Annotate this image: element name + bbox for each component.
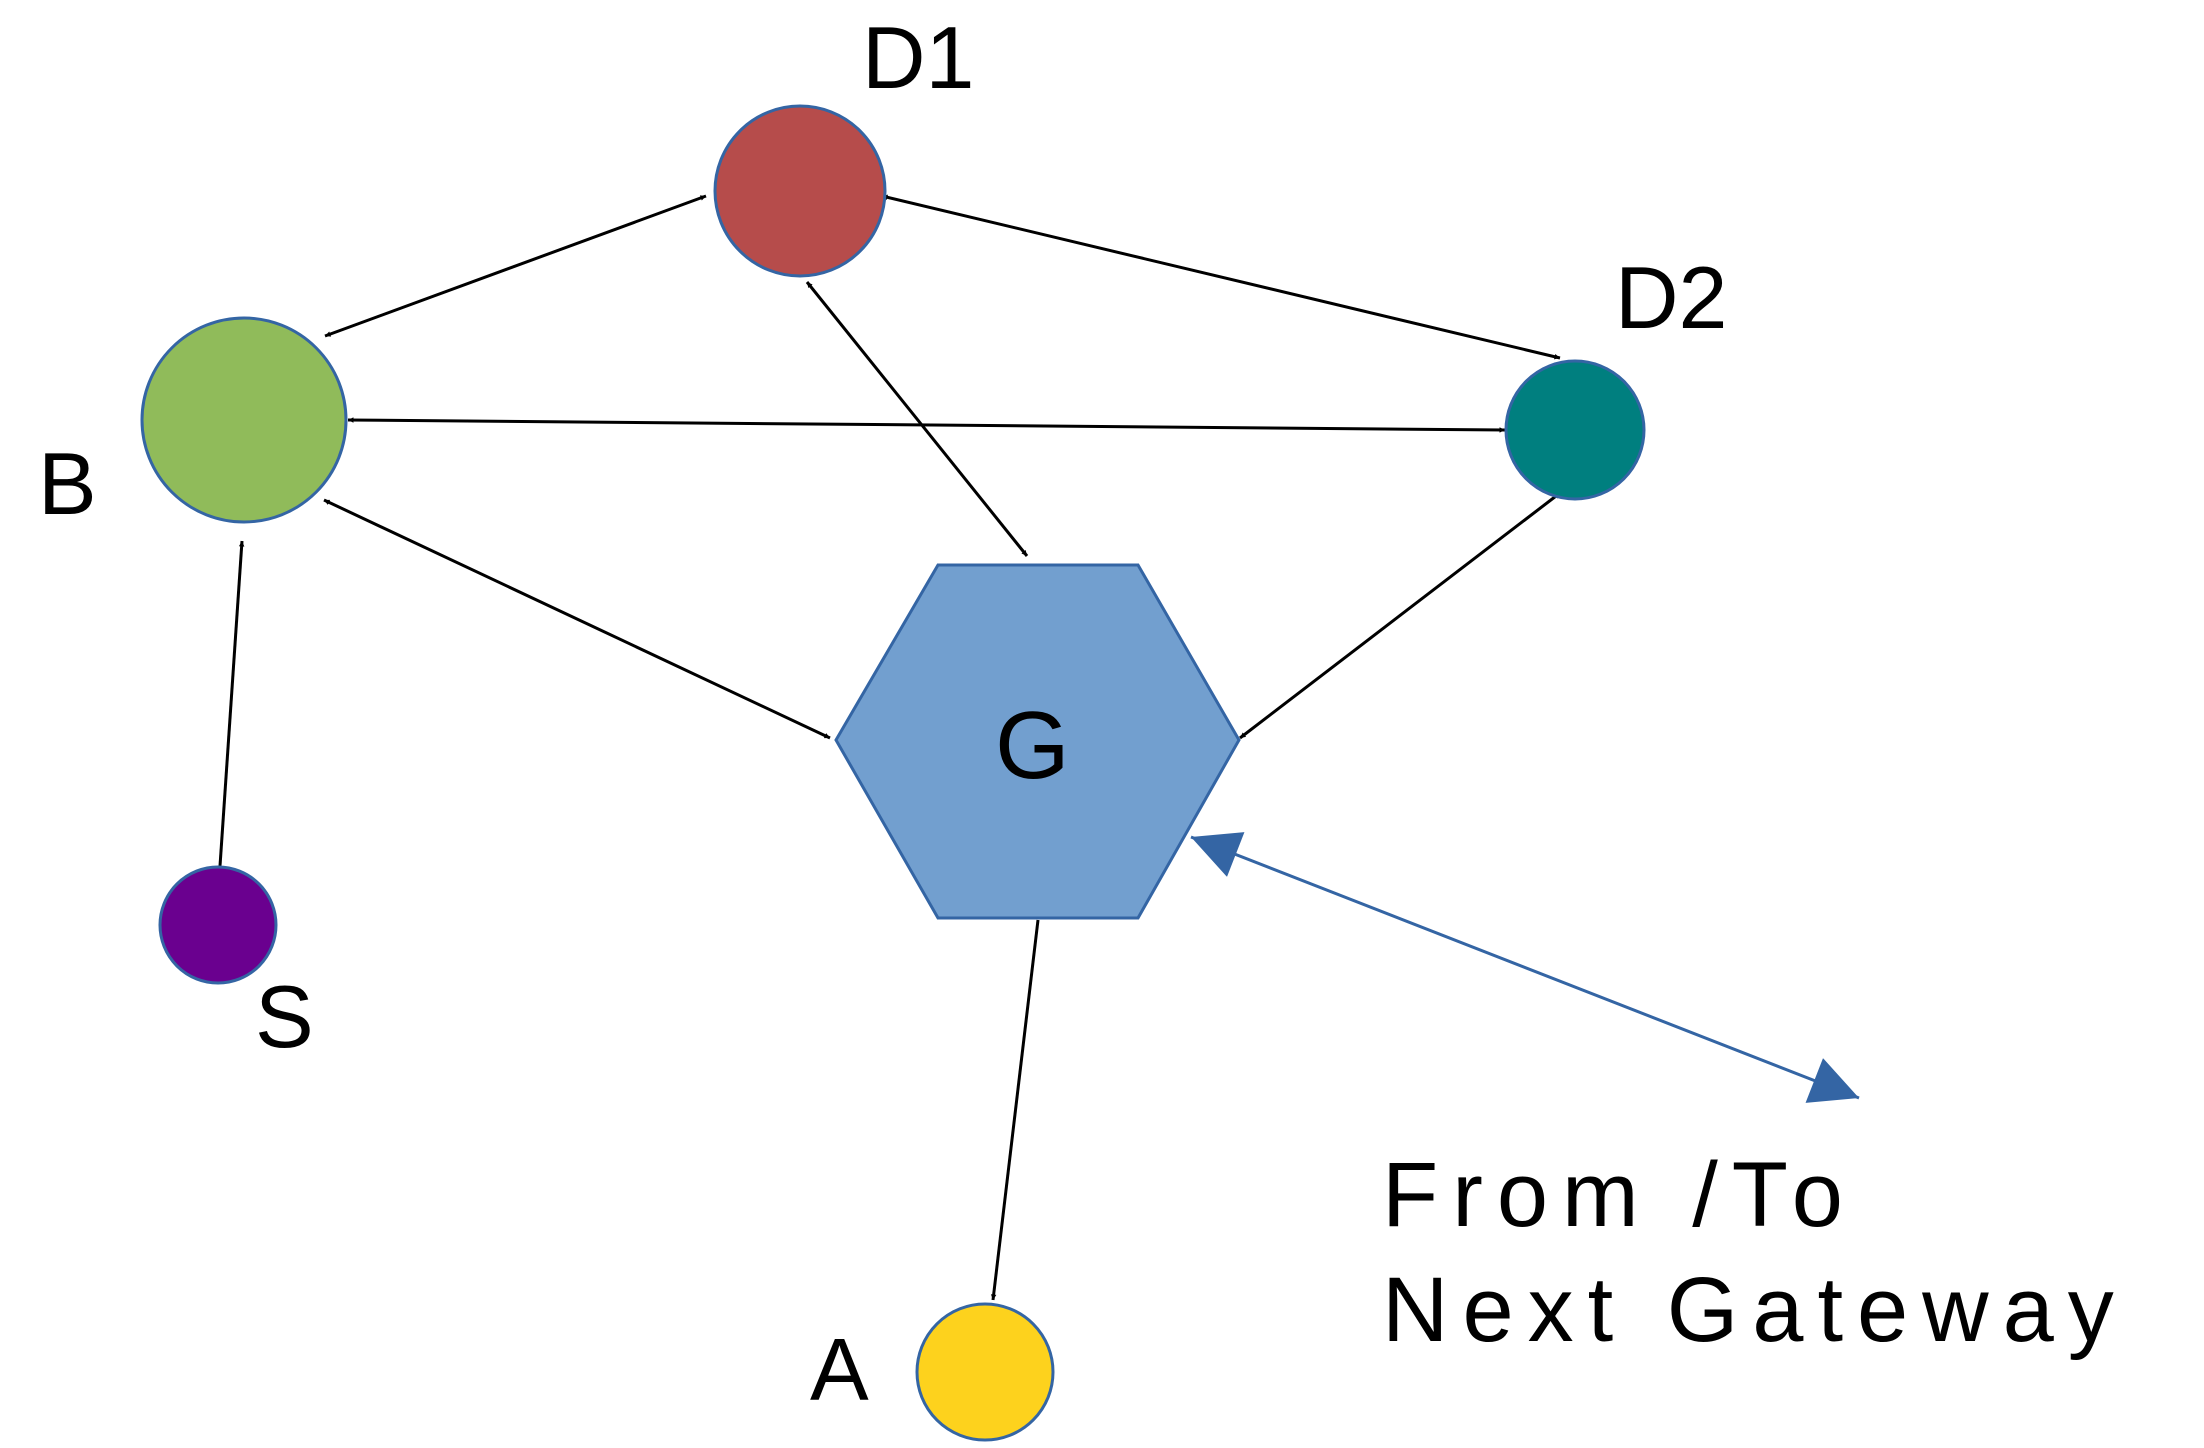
edge-s-b [218,540,245,867]
node-d2 [1504,359,1646,501]
nodes-group [140,104,1646,1442]
label-g: G [995,692,1070,799]
node-b [140,316,348,524]
edge-g-a [990,919,1040,1301]
node-d1 [713,104,887,278]
edges-group [218,194,1860,1301]
edge-d1-g [805,281,1029,557]
labels-group: D1 D2 B S G A From /To Next Gateway [38,8,2128,1419]
label-external-line2: Next Gateway [1382,1259,2128,1361]
node-a [915,1302,1055,1442]
edge-b-g [323,498,831,740]
edge-d1-d2 [881,194,1561,360]
node-g-hexagon [834,563,1241,920]
label-d2: D2 [1615,248,1728,347]
edge-d2-g [1239,491,1561,740]
node-s [158,865,278,985]
label-d1: D1 [862,8,975,107]
edge-g-external [1190,832,1860,1103]
label-b: B [38,434,97,533]
label-external-line1: From /To [1382,1144,1857,1246]
label-s: S [255,967,314,1066]
label-a: A [810,1320,869,1419]
edge-b-d1 [324,194,707,338]
